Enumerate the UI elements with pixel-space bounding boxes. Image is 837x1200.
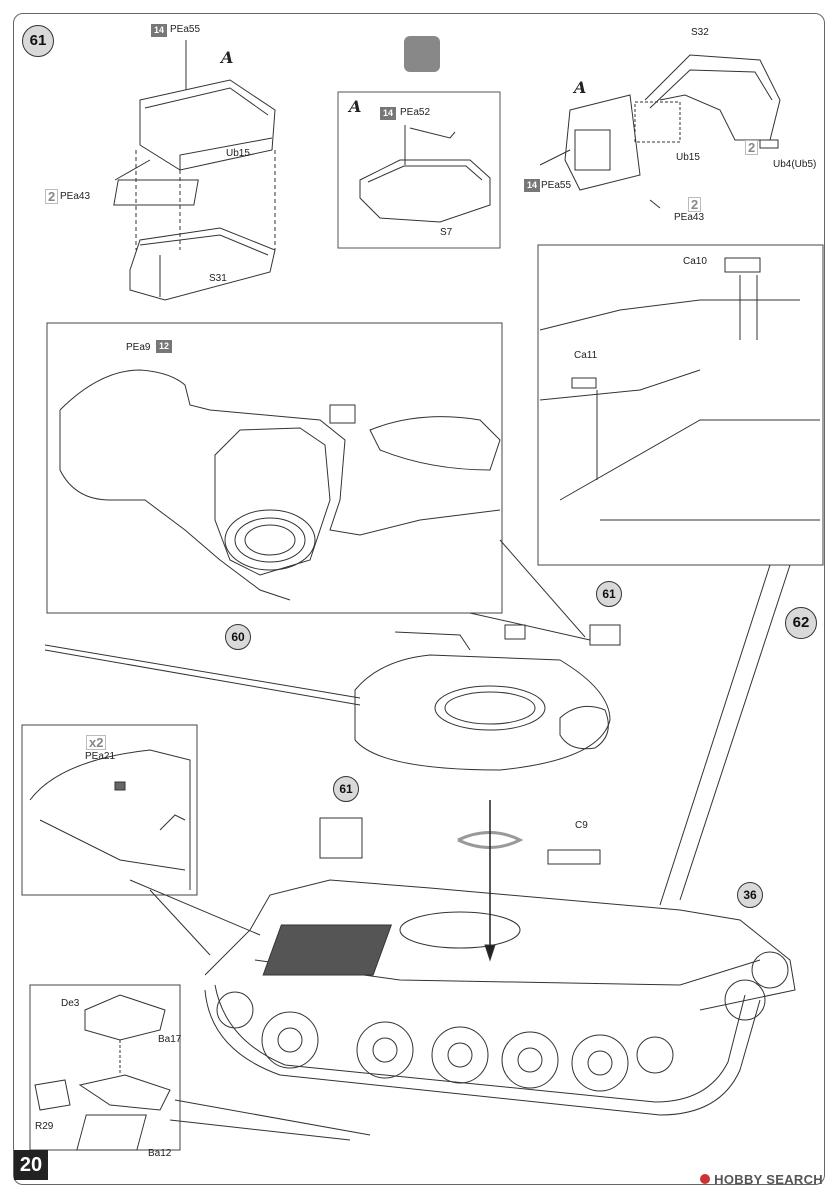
part-qty: 14 [524,179,541,192]
part-qty: 12 [156,340,173,353]
part-qty: 14 [380,107,397,120]
part-label: PEa43 [674,212,705,223]
part-qty: 2 [45,189,59,204]
subassembly-letter-right: A [574,78,587,97]
part-label: PEa55 [541,180,572,191]
part-label: Ba12 [148,1148,172,1159]
part-label: S7 [440,227,453,238]
part-qty: x2 [86,735,107,750]
callout-61-hull-badge: 61 [333,776,359,802]
part-label: De3 [61,998,80,1009]
subassembly-letter-top: A [221,48,234,67]
page-number: 20 [14,1150,48,1180]
page-frame [13,13,825,1185]
part-label: PEa43 [60,191,91,202]
symmetry-icon [404,36,440,72]
step-62-badge: 62 [785,607,817,639]
subassembly-letter-box: A [349,97,362,116]
part-label: Ca10 [683,256,707,267]
part-label: PEa55 [170,24,201,35]
step-61-badge: 61 [22,25,54,57]
part-label: Ub15 [676,152,700,163]
callout-61-turret-badge: 61 [596,581,622,607]
watermark: HOBBY SEARCH [700,1172,823,1187]
part-qty: 2 [745,140,759,155]
part-label: S31 [209,273,227,284]
part-label: PEa52 [400,107,431,118]
callout-36-badge: 36 [737,882,763,908]
part-label: PEa21 [85,751,116,762]
part-qty: 14 [151,24,168,37]
callout-60-badge: 60 [225,624,251,650]
part-label: PEa9 [126,342,151,353]
part-label: Ub15 [226,148,250,159]
part-label: R29 [35,1121,54,1132]
part-label: Ca11 [574,350,598,361]
watermark-text: HOBBY SEARCH [714,1172,823,1187]
part-label: Ub4(Ub5) [773,159,817,170]
part-qty: 2 [688,197,702,212]
part-label: Ba17 [158,1034,182,1045]
part-label: S32 [691,27,709,38]
part-label: C9 [575,820,588,831]
watermark-logo-icon [700,1174,711,1184]
